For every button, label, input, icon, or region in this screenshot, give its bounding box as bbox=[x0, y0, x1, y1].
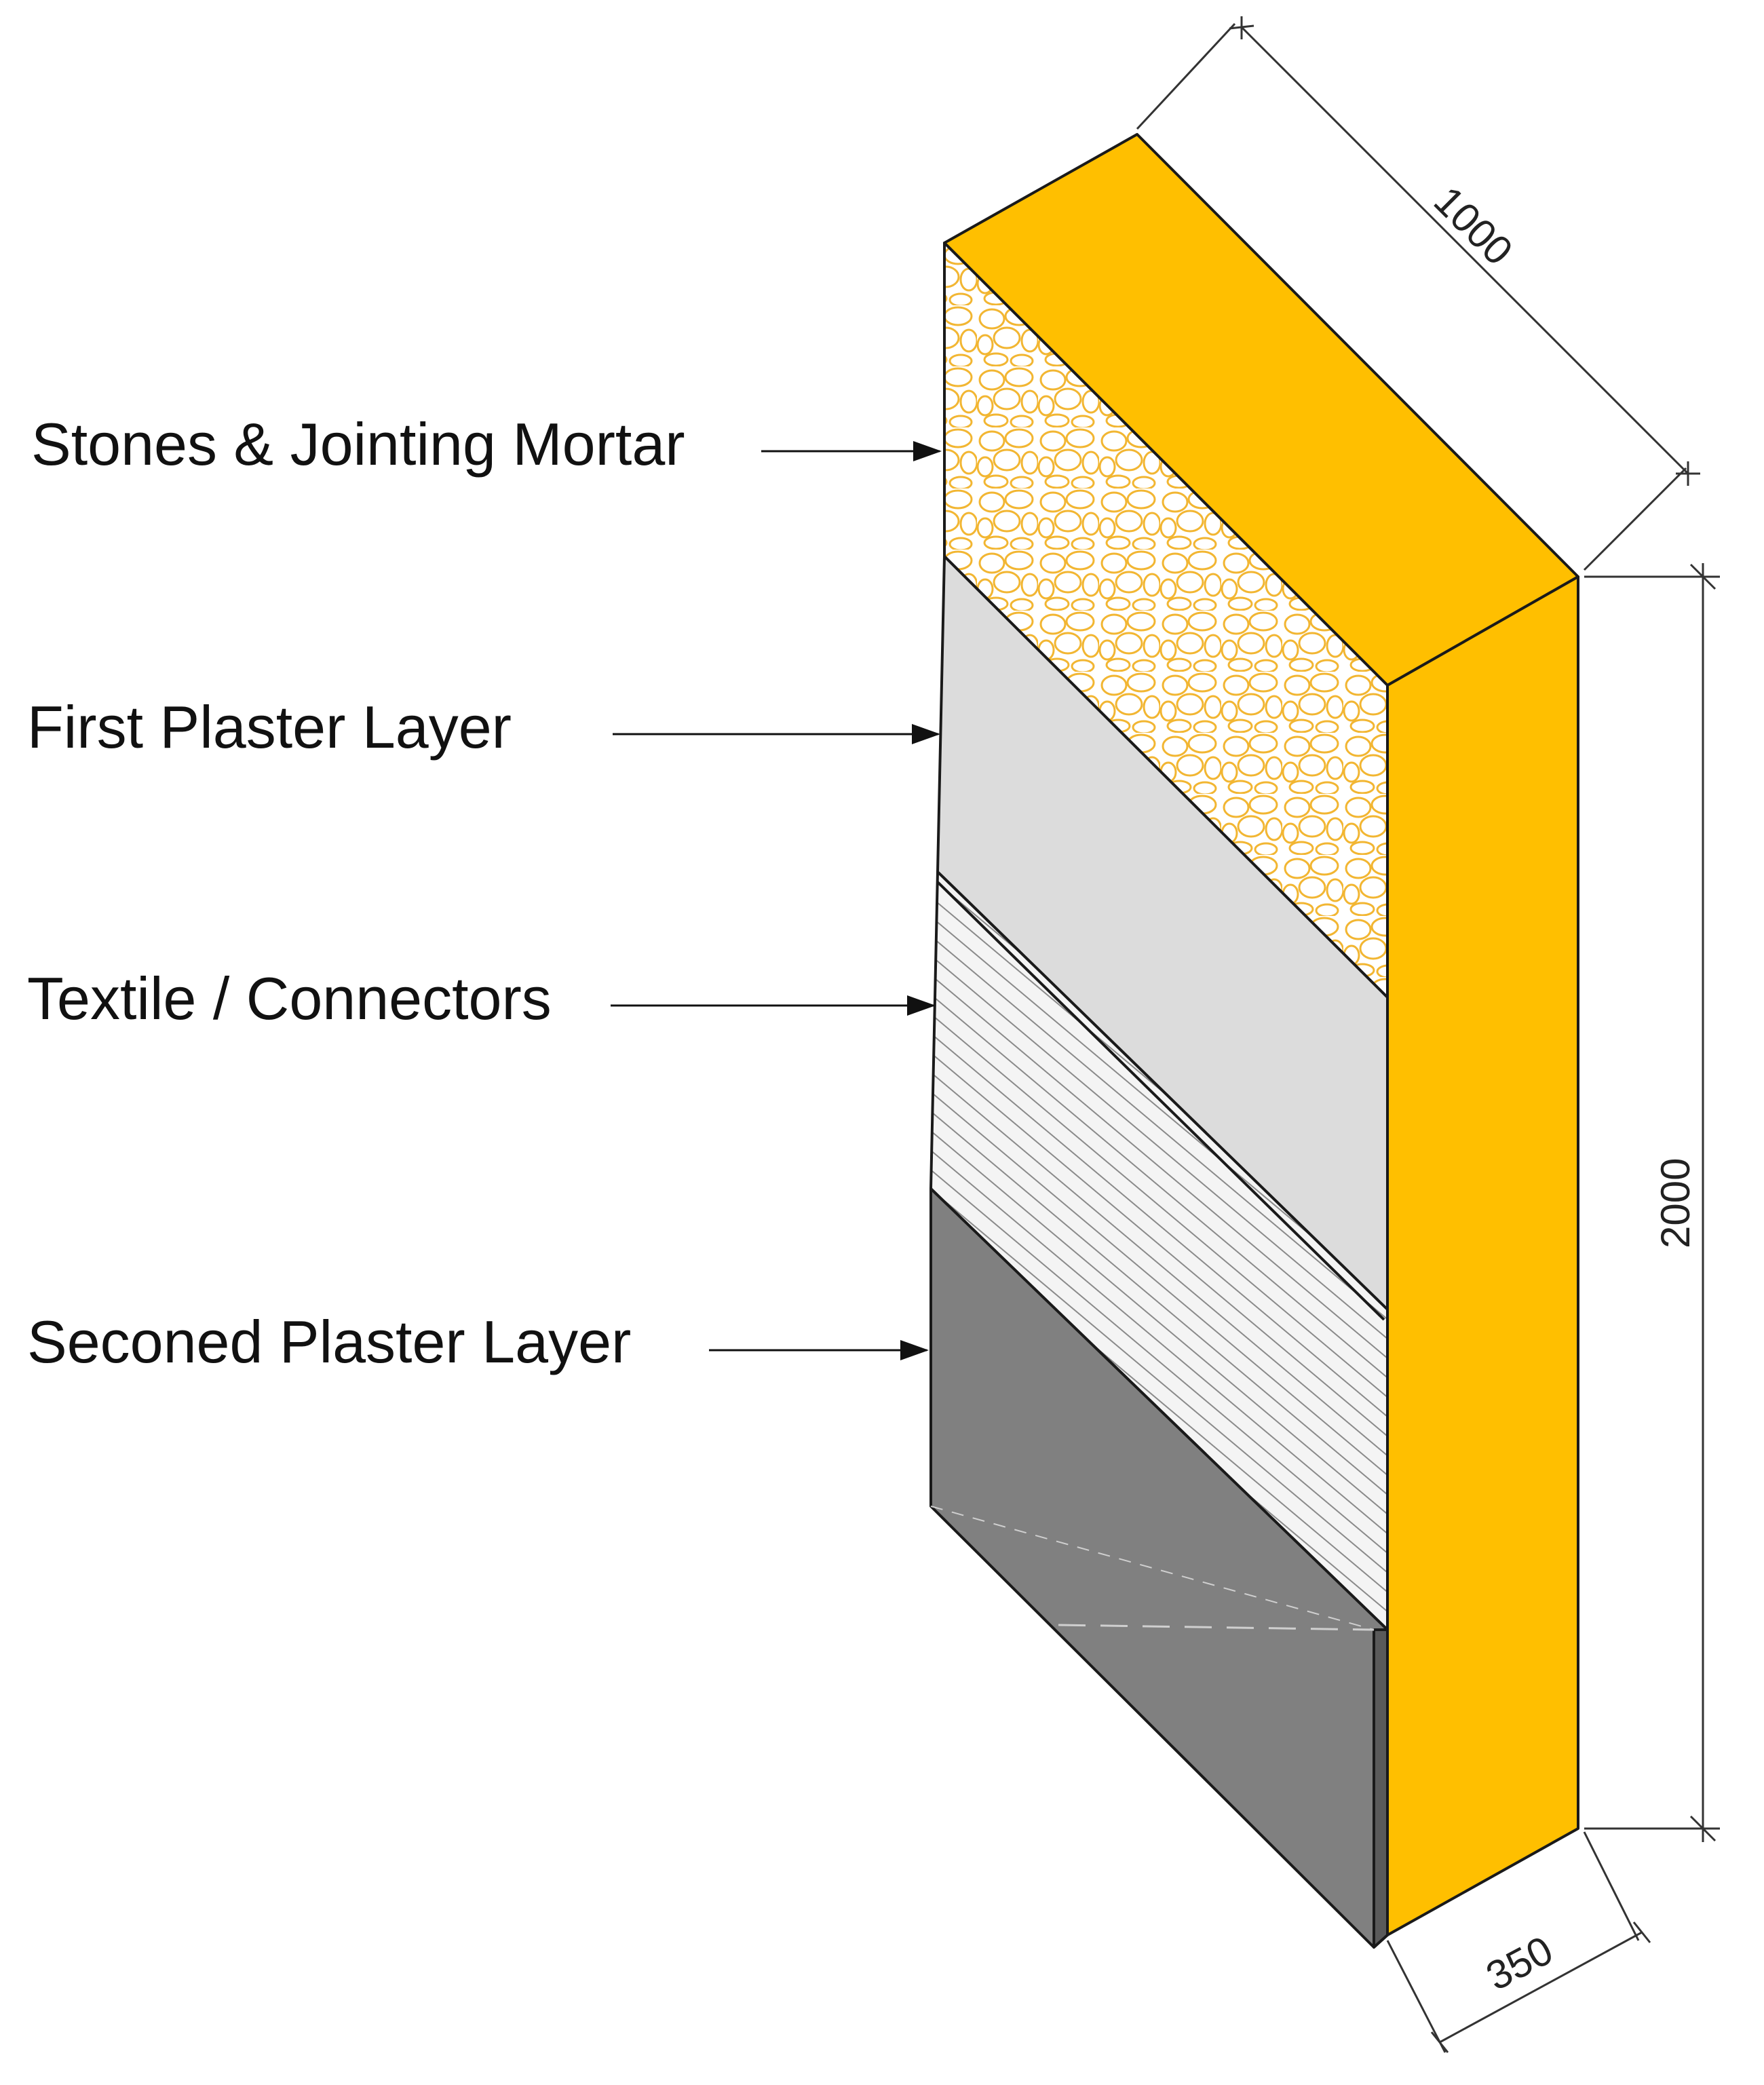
textile-label: Textile / Connectors bbox=[27, 965, 552, 1032]
second-plaster-label: Seconed Plaster Layer bbox=[27, 1308, 631, 1375]
textile-edge-top bbox=[936, 881, 1385, 1321]
first-plaster-label: First Plaster Layer bbox=[27, 693, 512, 761]
hidden-edge bbox=[1058, 1624, 1375, 1631]
hidden-edge bbox=[930, 1506, 1375, 1630]
second-plaster-edge bbox=[1373, 1628, 1389, 1949]
height-dimension-value: 2000 bbox=[1653, 1158, 1698, 1248]
height-dimension: 2000 bbox=[1584, 563, 1720, 1842]
wall-right-face bbox=[1386, 575, 1579, 1936]
thickness-dimension-value: 350 bbox=[1479, 1927, 1560, 1999]
stones-label: Stones & Jointing Mortar bbox=[31, 410, 685, 478]
